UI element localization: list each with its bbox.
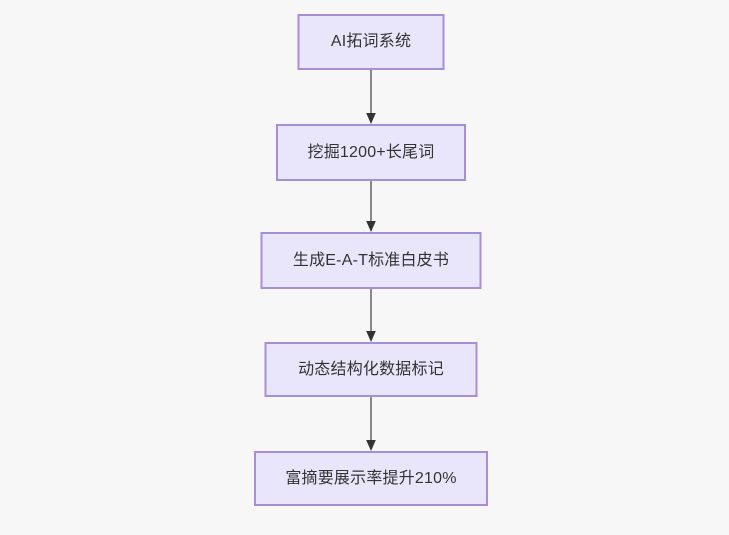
- connector-arrowhead-icon: [366, 221, 376, 232]
- connector-arrowhead-icon: [366, 331, 376, 342]
- flow-node-label: 动态结构化数据标记: [298, 360, 444, 378]
- flow-connector-1: [364, 70, 378, 124]
- flow-node-label: 富摘要展示率提升210%: [285, 469, 457, 487]
- flow-connector-4: [364, 397, 378, 451]
- flow-node-label: 挖掘1200+长尾词: [307, 143, 435, 161]
- flow-node-rich-snippet-impression-uplift[interactable]: 富摘要展示率提升210%: [254, 451, 488, 506]
- flow-connector-2: [364, 181, 378, 232]
- flow-node-ai-keyword-system[interactable]: AI拓词系统: [297, 14, 445, 70]
- flow-node-label: 生成E-A-T标准白皮书: [292, 251, 450, 269]
- connector-arrowhead-icon: [366, 113, 376, 124]
- flow-connector-3: [364, 289, 378, 342]
- flow-node-dynamic-structured-data-markup[interactable]: 动态结构化数据标记: [264, 342, 478, 397]
- flow-node-label: AI拓词系统: [330, 33, 412, 51]
- flow-node-generate-eat-whitepaper[interactable]: 生成E-A-T标准白皮书: [260, 232, 482, 289]
- flow-node-mine-longtail-keywords[interactable]: 挖掘1200+长尾词: [276, 124, 466, 181]
- connector-arrowhead-icon: [366, 440, 376, 451]
